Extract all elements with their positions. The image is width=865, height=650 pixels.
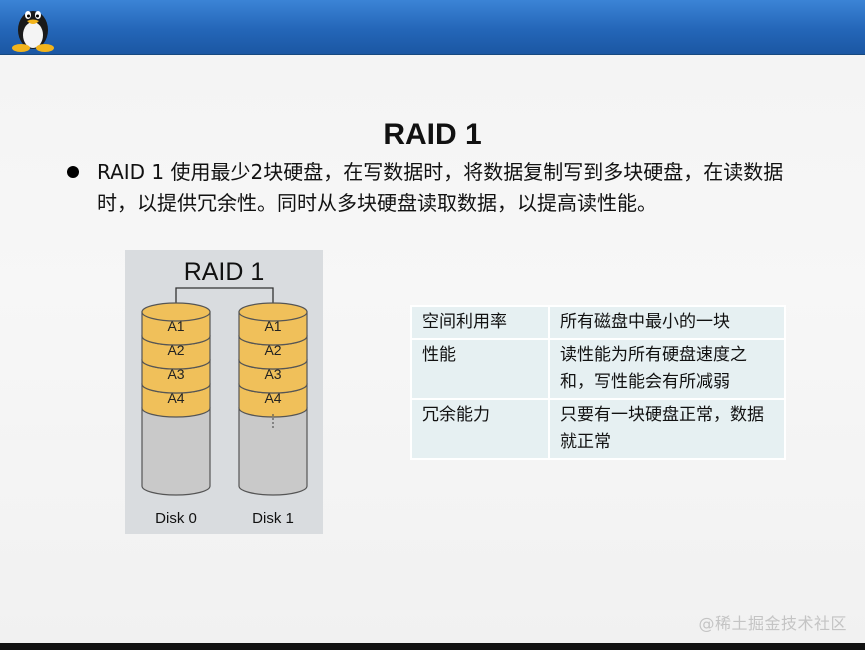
raid1-comparison-table: 空间利用率 所有磁盘中最小的一块 性能 读性能为所有硬盘速度之和，写性能会有所减… — [410, 305, 786, 460]
disk-block-label: A3 — [264, 366, 281, 382]
table-cell-value: 读性能为所有硬盘速度之和，写性能会有所减弱 — [548, 338, 786, 400]
tux-penguin-icon — [12, 11, 54, 52]
disk-block-label: A3 — [167, 366, 184, 382]
disk-body — [141, 407, 211, 496]
comparison-table: 空间利用率 所有磁盘中最小的一块 性能 读性能为所有硬盘速度之和，写性能会有所减… — [410, 305, 786, 460]
disk-body — [238, 407, 308, 496]
table-cell-key: 冗余能力 — [410, 398, 550, 460]
bottom-strip — [0, 643, 865, 650]
disk-block-label: A1 — [264, 318, 281, 334]
table-row: 空间利用率 所有磁盘中最小的一块 — [410, 305, 786, 340]
disk-block-label: A2 — [167, 342, 184, 358]
slide-title: RAID 1 — [383, 118, 482, 151]
bullet-icon — [67, 166, 79, 178]
disk-label: Disk 1 — [252, 510, 294, 527]
diagram-connector-line — [175, 287, 274, 303]
table-row: 冗余能力 只要有一块硬盘正常，数据就正常 — [410, 398, 786, 460]
disk-block-label: A1 — [167, 318, 184, 334]
table-cell-key: 性能 — [410, 338, 550, 400]
disk-block-label: A4 — [167, 390, 184, 406]
disk-block-label: A4 — [264, 390, 281, 406]
table-row: 性能 读性能为所有硬盘速度之和，写性能会有所减弱 — [410, 338, 786, 400]
disk-block-top — [238, 302, 308, 322]
disk-block-label: A2 — [264, 342, 281, 358]
slide-header-bar — [0, 0, 865, 55]
diagram-title: RAID 1 — [184, 258, 265, 286]
table-cell-value: 只要有一块硬盘正常，数据就正常 — [548, 398, 786, 460]
watermark: @稀土掘金技术社区 — [698, 614, 847, 633]
disk-block-top — [141, 302, 211, 322]
table-cell-key: 空间利用率 — [410, 305, 550, 340]
disk-label: Disk 0 — [155, 510, 197, 527]
bullet-text: RAID 1 使用最少2块硬盘，在写数据时，将数据复制写到多块硬盘，在读数据时，… — [97, 160, 784, 215]
table-cell-value: 所有磁盘中最小的一块 — [548, 305, 786, 340]
